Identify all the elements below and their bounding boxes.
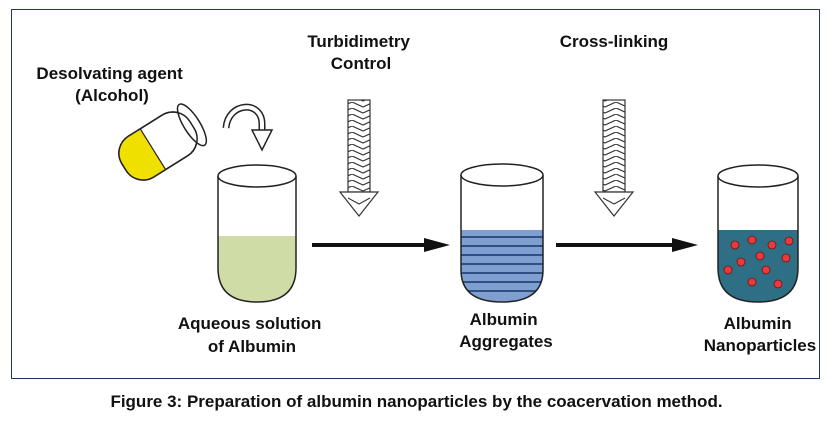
alcohol-bottle — [111, 103, 208, 188]
coacervation-diagram: Desolvating agent (Alcohol) Turbidimetry… — [36, 32, 816, 356]
beaker-albumin-nanoparticles — [717, 164, 799, 303]
process-arrow-1 — [312, 238, 450, 252]
figure-caption: Figure 3: Preparation of albumin nanopar… — [110, 392, 723, 411]
label-cross-linking: Cross-linking — [560, 32, 669, 51]
diagram-frame — [11, 9, 820, 379]
beaker-albumin-aggregates — [460, 163, 544, 303]
label-albumin-nanoparticles: Albumin Nanoparticles — [704, 314, 816, 355]
cross-linking-down-arrow — [593, 99, 635, 217]
label-aqueous-solution: Aqueous solution of Albumin — [178, 314, 326, 356]
label-albumin-aggregates: Albumin Aggregates — [459, 310, 553, 351]
turbidimetry-down-arrow — [338, 99, 380, 217]
pour-arrow — [222, 103, 274, 152]
label-desolvating-agent: Desolvating agent (Alcohol) — [36, 64, 187, 105]
beaker-albumin-solution — [217, 164, 297, 303]
process-arrow-2 — [556, 238, 698, 252]
label-turbidimetry-control: Turbidimetry Control — [307, 32, 414, 73]
